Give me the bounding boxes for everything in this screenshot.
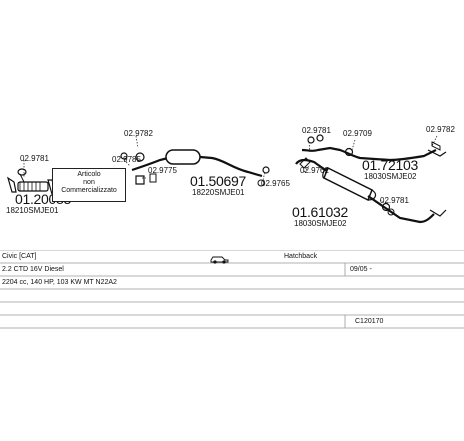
tail-pipe-drawing	[301, 134, 447, 162]
note-line1: Articolo	[77, 171, 101, 178]
table-grid	[0, 250, 464, 329]
vehicle-spec-table: Civic [CAT] Hatchback 2.2 CTD 16V Diesel…	[0, 250, 464, 330]
vehicle-model: Civic [CAT]	[2, 253, 37, 260]
intermediate-pipe-oem: 18220SMJE01	[192, 188, 245, 197]
tail-pipe-oem: 18030SMJE02	[364, 172, 417, 181]
rear-silencer-drawing	[295, 157, 447, 224]
rear-silencer-code[interactable]: 01.61032	[292, 204, 348, 220]
intermediate-pipe-code[interactable]: 01.50697	[190, 173, 246, 189]
front-pipe-oem: 18210SMJE01	[6, 206, 59, 215]
rear-silencer-oem: 18030SMJE02	[294, 219, 347, 228]
ref-9785[interactable]: 02.9785	[112, 155, 141, 164]
ref-9709[interactable]: 02.9709	[343, 129, 372, 138]
front-pipe-drawing	[6, 168, 57, 195]
not-available-note: Articolo non Commercializzato	[52, 168, 126, 202]
catalog-code: C120170	[355, 318, 384, 325]
exhaust-diagram: 02.9781 01.20083 18210SMJE01 Articolo no…	[6, 125, 455, 228]
ref-9782-tail[interactable]: 02.9782	[426, 125, 455, 134]
vehicle-details: 2204 cc, 140 HP, 103 KW MT N22A2	[2, 279, 117, 286]
ref-9782[interactable]: 02.9782	[124, 129, 153, 138]
ref-9781-rear[interactable]: 02.9781	[380, 196, 409, 205]
front-pipe-clamp-code: 02.9781	[20, 154, 49, 163]
ref-9781-tail[interactable]: 02.9781	[302, 126, 331, 135]
vehicle-engine: 2.2 CTD 16V Diesel	[2, 266, 64, 273]
note-line3: Commercializzato	[61, 187, 117, 194]
ref-9775[interactable]: 02.9775	[148, 166, 177, 175]
vehicle-from-date: 09/05 -	[350, 266, 372, 273]
note-line2: non	[83, 179, 95, 186]
ref-9765[interactable]: 02.9765	[261, 179, 290, 188]
exhaust-parts-drawing	[6, 134, 447, 224]
ref-9762[interactable]: 02.9762	[300, 166, 329, 175]
car-icon	[210, 256, 229, 264]
tail-pipe-code[interactable]: 01.72103	[362, 157, 418, 173]
vehicle-body: Hatchback	[284, 253, 318, 260]
intermediate-pipe-drawing	[120, 149, 270, 187]
